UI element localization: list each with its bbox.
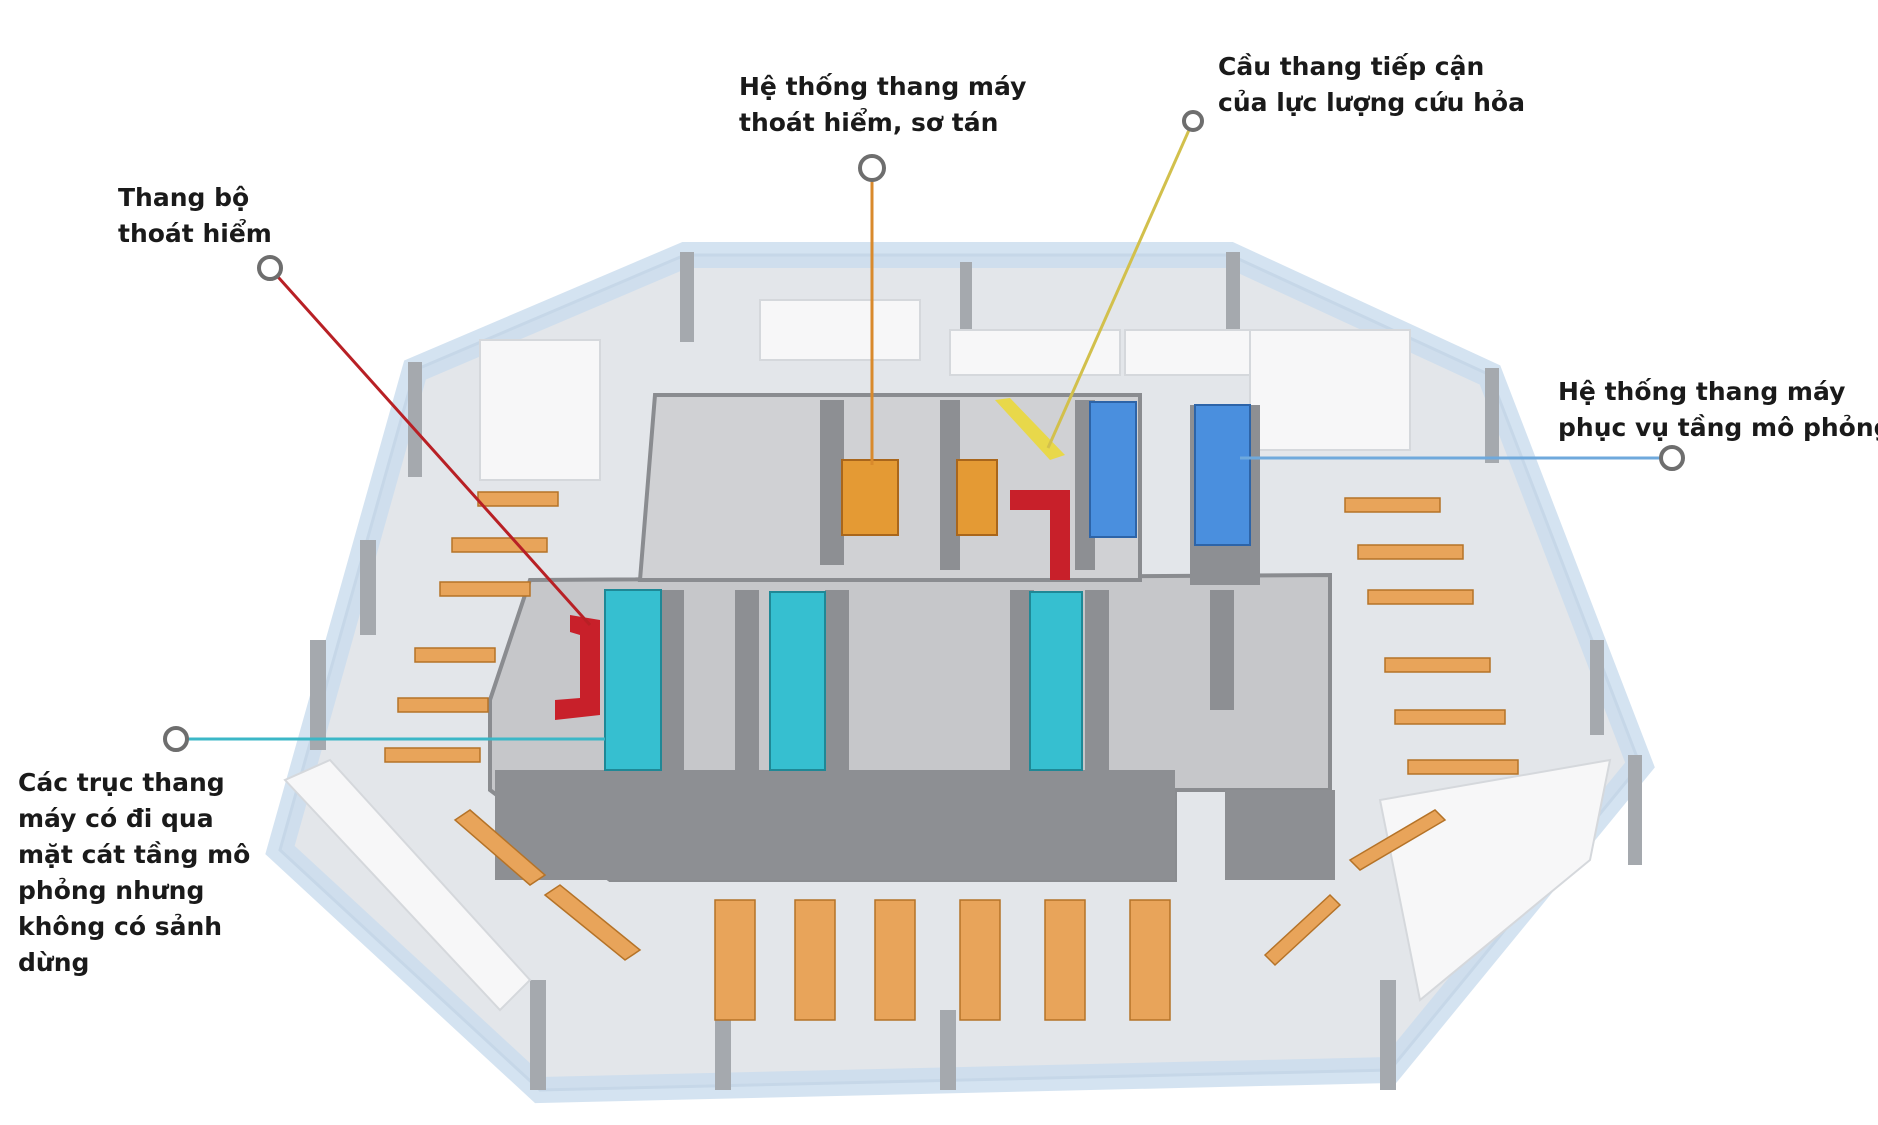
central-core	[488, 393, 1335, 882]
label-evacuation-elevator: Hệ thống thang máy thoát hiểm, sơ tán	[739, 69, 1026, 141]
label-line: không có sảnh	[18, 912, 223, 941]
label-line: Các trục thang	[18, 768, 225, 797]
perimeter-columns	[310, 252, 1642, 1090]
label-line: máy có đi qua	[18, 804, 214, 833]
evac-elevator-marker	[858, 154, 886, 182]
fire-stair-leader	[1046, 120, 1195, 449]
label-line: phỏng nhưng	[18, 876, 205, 905]
core-lower-wall	[495, 770, 1175, 880]
label-line: dừng	[18, 948, 90, 977]
label-evacuation-stair: Thang bộ thoát hiểm	[118, 180, 272, 252]
label-line: Hệ thống thang máy	[1558, 377, 1846, 406]
pass-through-elevator-shafts	[604, 589, 1083, 771]
sim-floor-elevators	[1089, 401, 1251, 546]
fire-stair-marker	[1182, 110, 1204, 132]
label-line: phục vụ tầng mô phỏng	[1558, 413, 1878, 442]
label-fire-access-stair: Cầu thang tiếp cận của lực lượng cứu hỏa	[1218, 49, 1525, 121]
label-line: của lực lượng cứu hỏa	[1218, 88, 1525, 117]
label-line: Thang bộ	[118, 183, 250, 212]
label-pass-through-shafts: Các trục thang máy có đi qua mặt cát tần…	[18, 765, 250, 981]
sim-elevator-marker	[1659, 445, 1685, 471]
label-sim-floor-elevator: Hệ thống thang máy phục vụ tầng mô phỏng	[1558, 374, 1878, 446]
label-line: mặt cát tầng mô	[18, 840, 251, 869]
evac-stair-leader	[268, 266, 592, 627]
desk-clusters	[384, 491, 1519, 1021]
evacuation-stair-core	[1010, 490, 1070, 580]
core-right-wall	[1225, 790, 1335, 880]
pass-shafts-marker	[163, 726, 189, 752]
fire-access-stair	[995, 398, 1065, 460]
evacuation-stair	[555, 615, 600, 720]
label-line: Hệ thống thang máy	[739, 72, 1027, 101]
evacuation-elevators	[841, 459, 998, 536]
label-line: thoát hiểm, sơ tán	[739, 108, 999, 137]
label-line: thoát hiểm	[118, 219, 272, 248]
label-line: Cầu thang tiếp cận	[1218, 52, 1485, 81]
evac-stair-marker	[257, 255, 283, 281]
